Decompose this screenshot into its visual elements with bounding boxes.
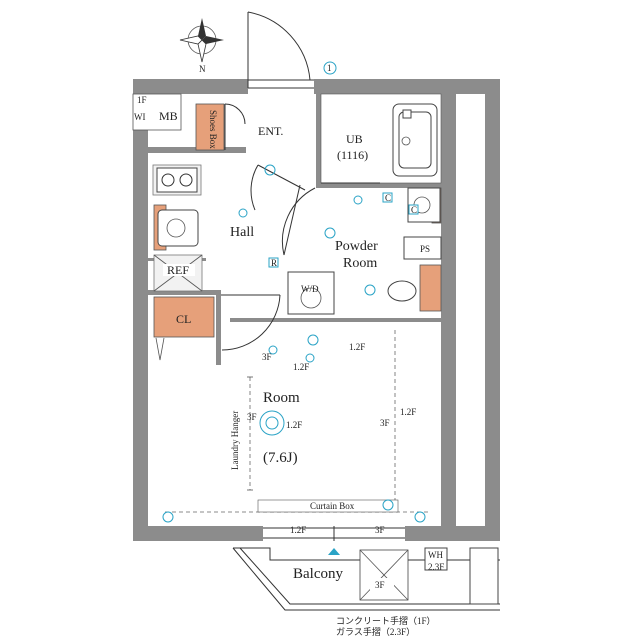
hall-door[interactable] [250, 164, 316, 256]
hall-label: Hall [230, 225, 254, 240]
mb-closet: MB WI 1F [132, 93, 182, 131]
kitchen: REF CL [152, 164, 215, 361]
compass: N [179, 18, 224, 74]
ub-size: (1116) [337, 148, 368, 162]
ub-label: UB [346, 132, 363, 146]
cl-label: CL [176, 312, 191, 326]
laundry-hanger-label: Laundry Hanger [230, 411, 240, 470]
room-door[interactable] [221, 294, 281, 351]
walls [133, 79, 500, 541]
svg-text:3F: 3F [380, 418, 390, 428]
wh-label: WH [428, 550, 443, 560]
marker-1: 1 [323, 61, 337, 75]
unit-bath: UB (1116) [320, 93, 442, 184]
balcony-label: Balcony [293, 566, 343, 582]
balcony-3f-label: 3F [375, 580, 385, 590]
room-size: (7.6J) [263, 450, 298, 466]
svg-text:3F: 3F [247, 412, 257, 422]
shoes-box: Shoes Box [195, 103, 246, 151]
ps-label: PS [420, 244, 430, 254]
svg-text:3F: 3F [375, 525, 385, 535]
wh-level-label: 2.3F [428, 562, 444, 572]
powder-label-1: Powder [335, 239, 378, 254]
svg-text:C: C [411, 205, 417, 215]
room-label: Room [263, 390, 300, 406]
powder-label-2: Room [343, 256, 377, 271]
svg-text:1.2F: 1.2F [349, 342, 365, 352]
curtain-box-label: Curtain Box [310, 501, 355, 511]
svg-text:1: 1 [327, 63, 332, 73]
svg-text:1.2F: 1.2F [290, 525, 306, 535]
north-label: N [199, 64, 206, 74]
balcony: Balcony 3F WH 2.3F [232, 547, 500, 611]
entrance-door[interactable] [247, 11, 314, 89]
main-room: Laundry Hanger Room (7.6J) Curtain Box 3… [165, 330, 430, 535]
railing-note-1: コンクリート手摺（1F） [336, 615, 436, 626]
shoes-box-label: Shoes Box [208, 110, 218, 149]
svg-text:R: R [271, 258, 277, 268]
svg-text:1.2F: 1.2F [400, 407, 416, 417]
wi-label: WI [134, 112, 146, 122]
railing-notes: コンクリート手摺（1F） ガラス手摺（2.3F） [336, 615, 436, 637]
railing-note-2: ガラス手摺（2.3F） [336, 626, 415, 637]
svg-text:1.2F: 1.2F [286, 420, 302, 430]
powder-room: Powder Room PS W/D [287, 187, 442, 315]
svg-text:1.2F: 1.2F [293, 362, 309, 372]
mb-label: MB [159, 109, 178, 123]
wd-label: W/D [301, 284, 319, 294]
1f-label: 1F [137, 95, 147, 105]
ref-label: REF [167, 263, 189, 277]
entrance-label: ENT. [258, 124, 283, 138]
svg-text:3F: 3F [262, 352, 272, 362]
svg-text:C: C [385, 193, 391, 203]
balcony-window[interactable] [263, 526, 405, 541]
electrical-marks: C C R [162, 164, 426, 523]
